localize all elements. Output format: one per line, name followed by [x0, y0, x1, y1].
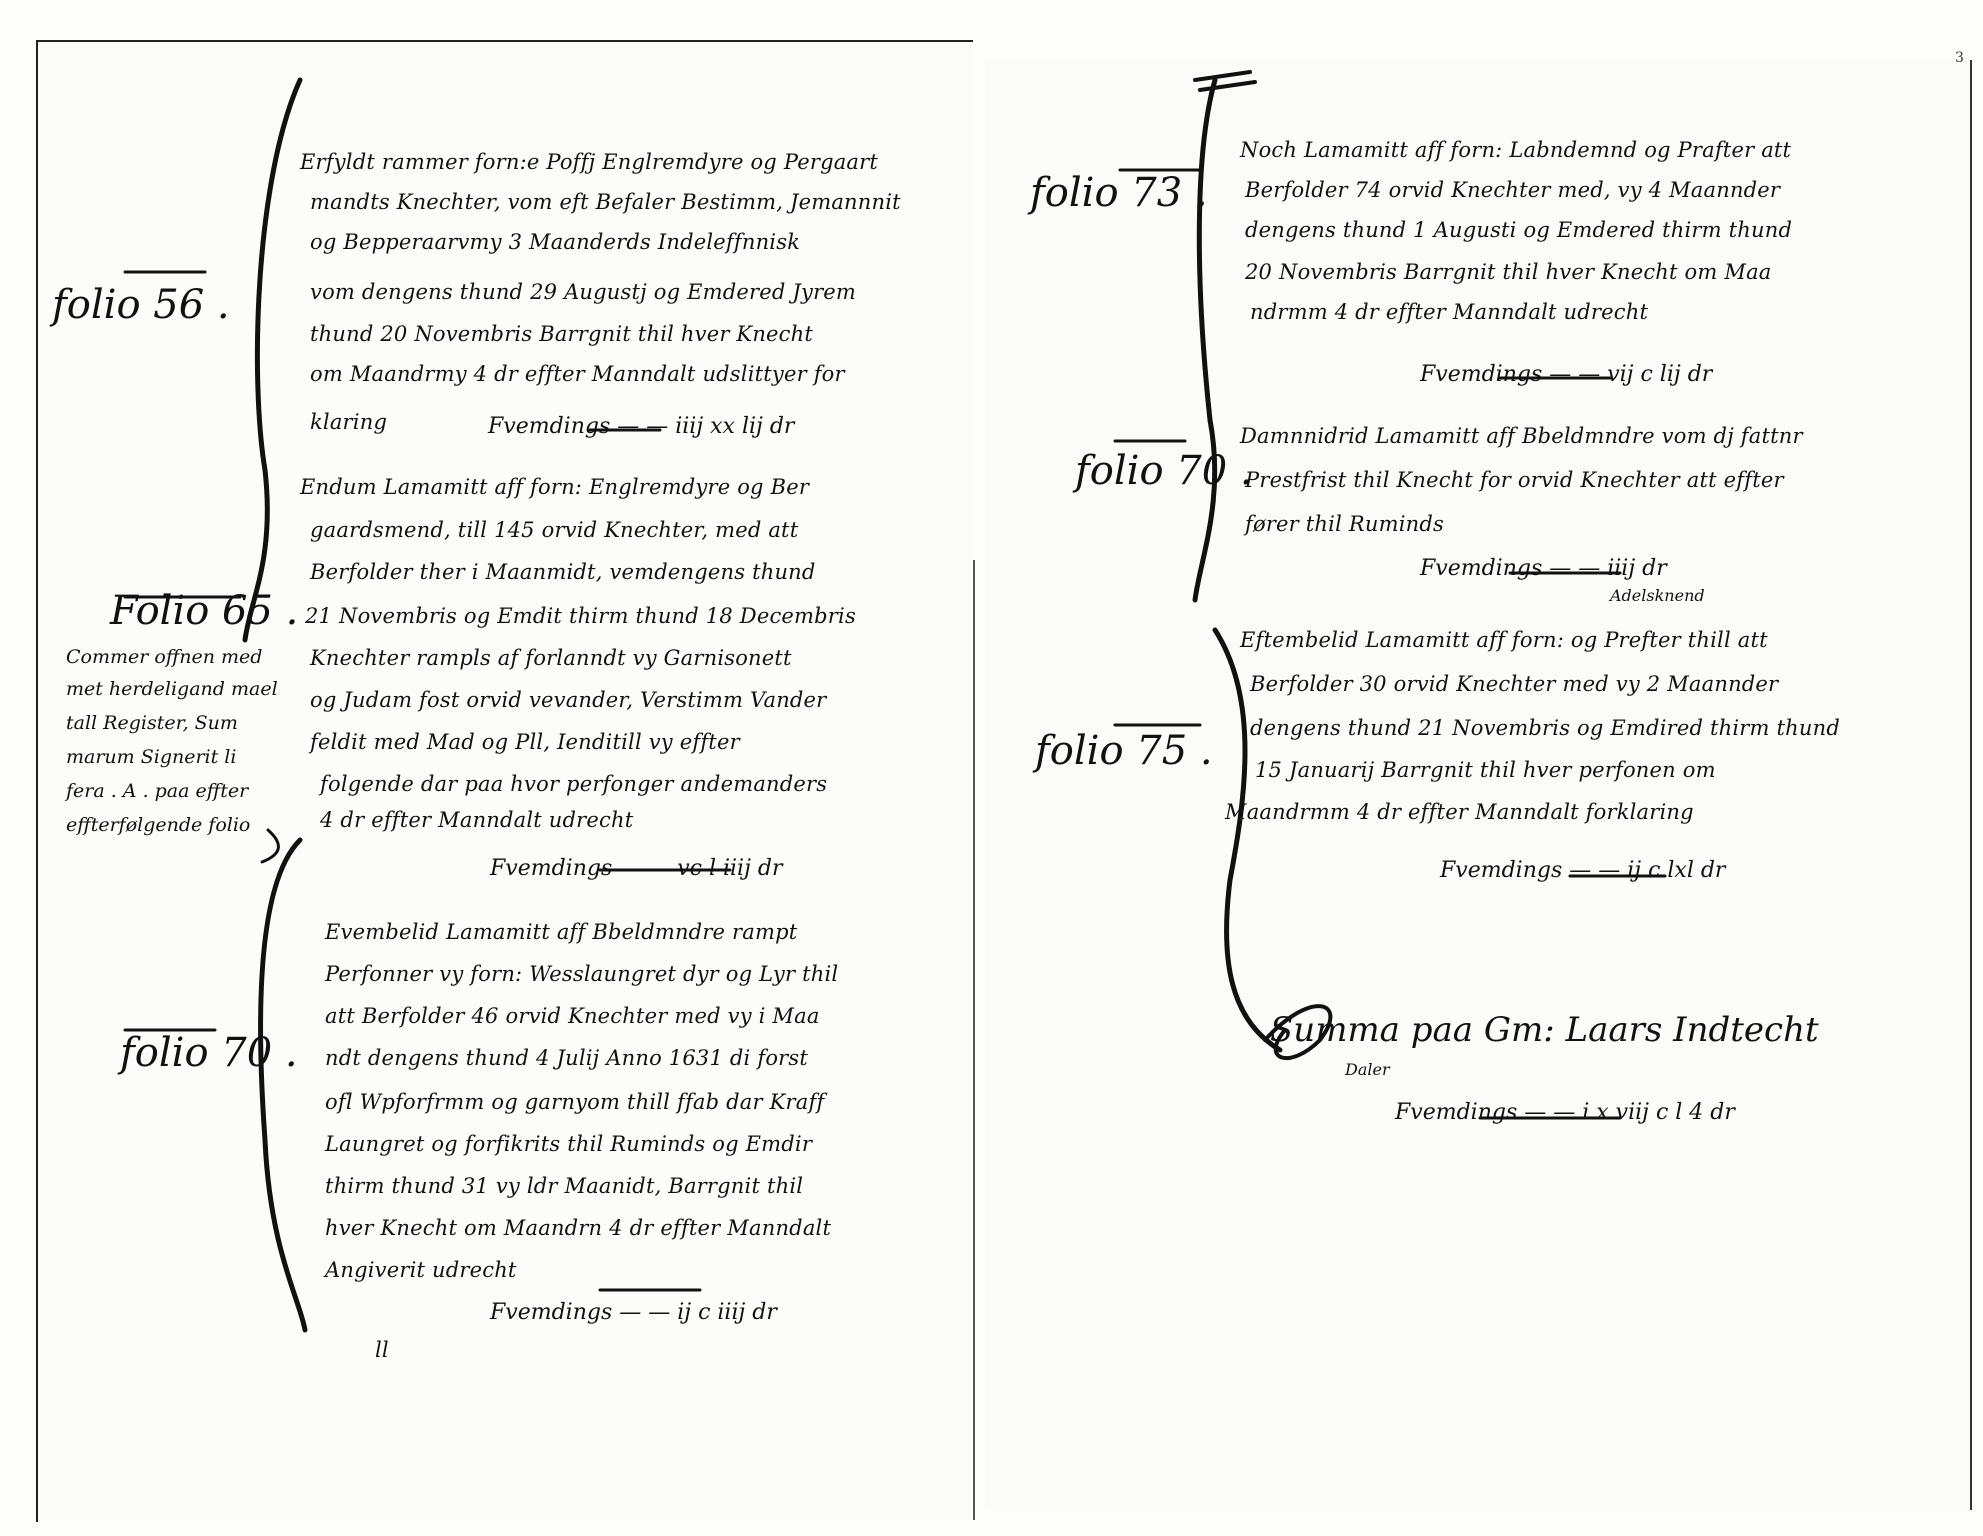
right-bracket-top: [1192, 77, 1218, 603]
folio-label: folio 56 .: [52, 282, 230, 328]
entry-line: Noch Lamamitt aff forn: Labndemnd og Pra…: [1240, 138, 1792, 162]
margin-note-line: fera . A . paa effter: [66, 780, 249, 802]
entry-total: Fvemdings — — iiij dr: [1420, 556, 1667, 581]
entry-line: feldit med Mad og Pll, Ienditill vy efft…: [310, 730, 740, 754]
entry-line: Berfolder 74 orvid Knechter med, vy 4 Ma…: [1245, 178, 1781, 202]
entry-line: Perfonner vy forn: Wesslaungret dyr og L…: [325, 962, 839, 986]
entry-line: Endum Lamamitt aff forn: Englremdyre og …: [300, 475, 810, 499]
entry-line: Evembelid Lamamitt aff Bbeldmndre rampt: [325, 920, 798, 944]
summa-subnote: Daler: [1345, 1060, 1390, 1079]
entry-total: Fvemdings — — vij c lij dr: [1420, 362, 1713, 387]
entry-line: att Berfolder 46 orvid Knechter med vy i…: [325, 1004, 820, 1028]
entry-line: ndt dengens thund 4 Julij Anno 1631 di f…: [325, 1046, 809, 1070]
entry-line: Erfyldt rammer forn:e Poffj Englremdyre …: [300, 150, 879, 174]
corner-page-number: 3: [1955, 50, 1964, 66]
folio-label: folio 75 .: [1035, 728, 1213, 774]
entry-line: 4 dr effter Manndalt udrecht: [320, 808, 634, 832]
entry-line: thirm thund 31 vy ldr Maanidt, Barrgnit …: [325, 1174, 804, 1198]
page-gutter: [973, 560, 975, 1520]
right-page: [985, 60, 1972, 1510]
entry-line: 20 Novembris Barrgnit thil hver Knecht o…: [1245, 260, 1772, 284]
entry-line: Laungret og forfikrits thil Ruminds og E…: [325, 1132, 813, 1156]
margin-note-bracket: [260, 828, 280, 864]
entry-line: hver Knecht om Maandrn 4 dr effter Mannd…: [325, 1216, 832, 1240]
entry-line: om Maandrmy 4 dr effter Manndalt udslitt…: [310, 362, 845, 386]
entry-line: Knechter rampls af forlanndt vy Garnison…: [310, 646, 792, 670]
entry-line: gaardsmend, till 145 orvid Knechter, med…: [310, 518, 799, 542]
interlinear-note: Adelsknend: [1610, 586, 1705, 605]
folio-label: Folio 65 .: [110, 588, 299, 634]
entry-line: dengens thund 1 Augusti og Emdered thirm…: [1245, 218, 1793, 242]
entry-line: folgende dar paa hvor perfonger andemand…: [320, 772, 828, 796]
entry-line: dengens thund 21 Novembris og Emdired th…: [1250, 716, 1840, 740]
summa-heading: Summa paa Gm: Laars Indtecht: [1270, 1010, 1819, 1050]
entry-line: ndrmm 4 dr effter Manndalt udrecht: [1250, 300, 1649, 324]
entry-line: Angiverit udrecht: [325, 1258, 517, 1282]
entry-line: 15 Januarij Barrgnit thil hver perfonen …: [1255, 758, 1716, 782]
entry-line: Eftembelid Lamamitt aff forn: og Prefter…: [1240, 628, 1768, 652]
entry-total: Fvemdings — — ij c iiij dr: [490, 1300, 777, 1325]
entry-line: Maandrmm 4 dr effter Manndalt forklaring: [1225, 800, 1694, 824]
entry-line: ofl Wpforfrmm og garnyom thill ffab dar …: [325, 1090, 825, 1114]
entry-line: fører thil Ruminds: [1245, 512, 1444, 536]
entry-line: Berfolder 30 orvid Knechter med vy 2 Maa…: [1250, 672, 1779, 696]
entry-line: Damnnidrid Lamamitt aff Bbeldmndre vom d…: [1240, 424, 1803, 448]
entry-line: og Judam fost orvid vevander, Verstimm V…: [310, 688, 827, 712]
entry-line: Berfolder ther i Maanmidt, vemdengens th…: [310, 560, 816, 584]
right-bracket-bottom: [1212, 627, 1283, 1053]
entry-line: klaring: [310, 410, 388, 434]
entry-total: Fvemdings — — iiij xx lij dr: [488, 414, 795, 439]
left-page: [36, 40, 973, 1522]
entry-total: Fvemdings — — vc l iiij dr: [490, 856, 783, 881]
entry-total: Fvemdings — — ij c lxl dr: [1440, 858, 1726, 883]
entry-line: vom dengens thund 29 Augustj og Emdered …: [310, 280, 857, 304]
margin-note-line: marum Signerit li: [66, 746, 237, 768]
top-double-stroke: [1193, 70, 1257, 92]
folio-label: folio 70 .: [120, 1030, 298, 1076]
margin-note-line: met herdeligand mael: [66, 678, 278, 700]
margin-note-line: Commer offnen med: [66, 646, 263, 668]
entry-line: mandts Knechter, vom eft Befaler Bestimm…: [310, 190, 901, 214]
entry-line: og Bepperaarvmy 3 Maanderds Indeleffnnis…: [310, 230, 801, 254]
entry-line: Prestfrist thil Knecht for orvid Knechte…: [1245, 468, 1784, 492]
folio-label: folio 73 .: [1030, 170, 1208, 216]
margin-note-line: effterfølgende folio: [66, 814, 251, 836]
left-bracket-bottom: [258, 837, 308, 1333]
entry-line: thund 20 Novembris Barrgnit thil hver Kn…: [310, 322, 813, 346]
summa-total: Fvemdings — — i x viij c l 4 dr: [1395, 1100, 1735, 1125]
left-bracket-top: [242, 77, 303, 643]
foot-mark: ll: [375, 1338, 389, 1362]
summa-flourish: [1263, 1004, 1333, 1060]
entry-line: 21 Novembris og Emdit thirm thund 18 Dec…: [305, 604, 856, 628]
folio-label: folio 70 .: [1075, 448, 1253, 494]
margin-note-line: tall Register, Sum: [66, 712, 238, 734]
